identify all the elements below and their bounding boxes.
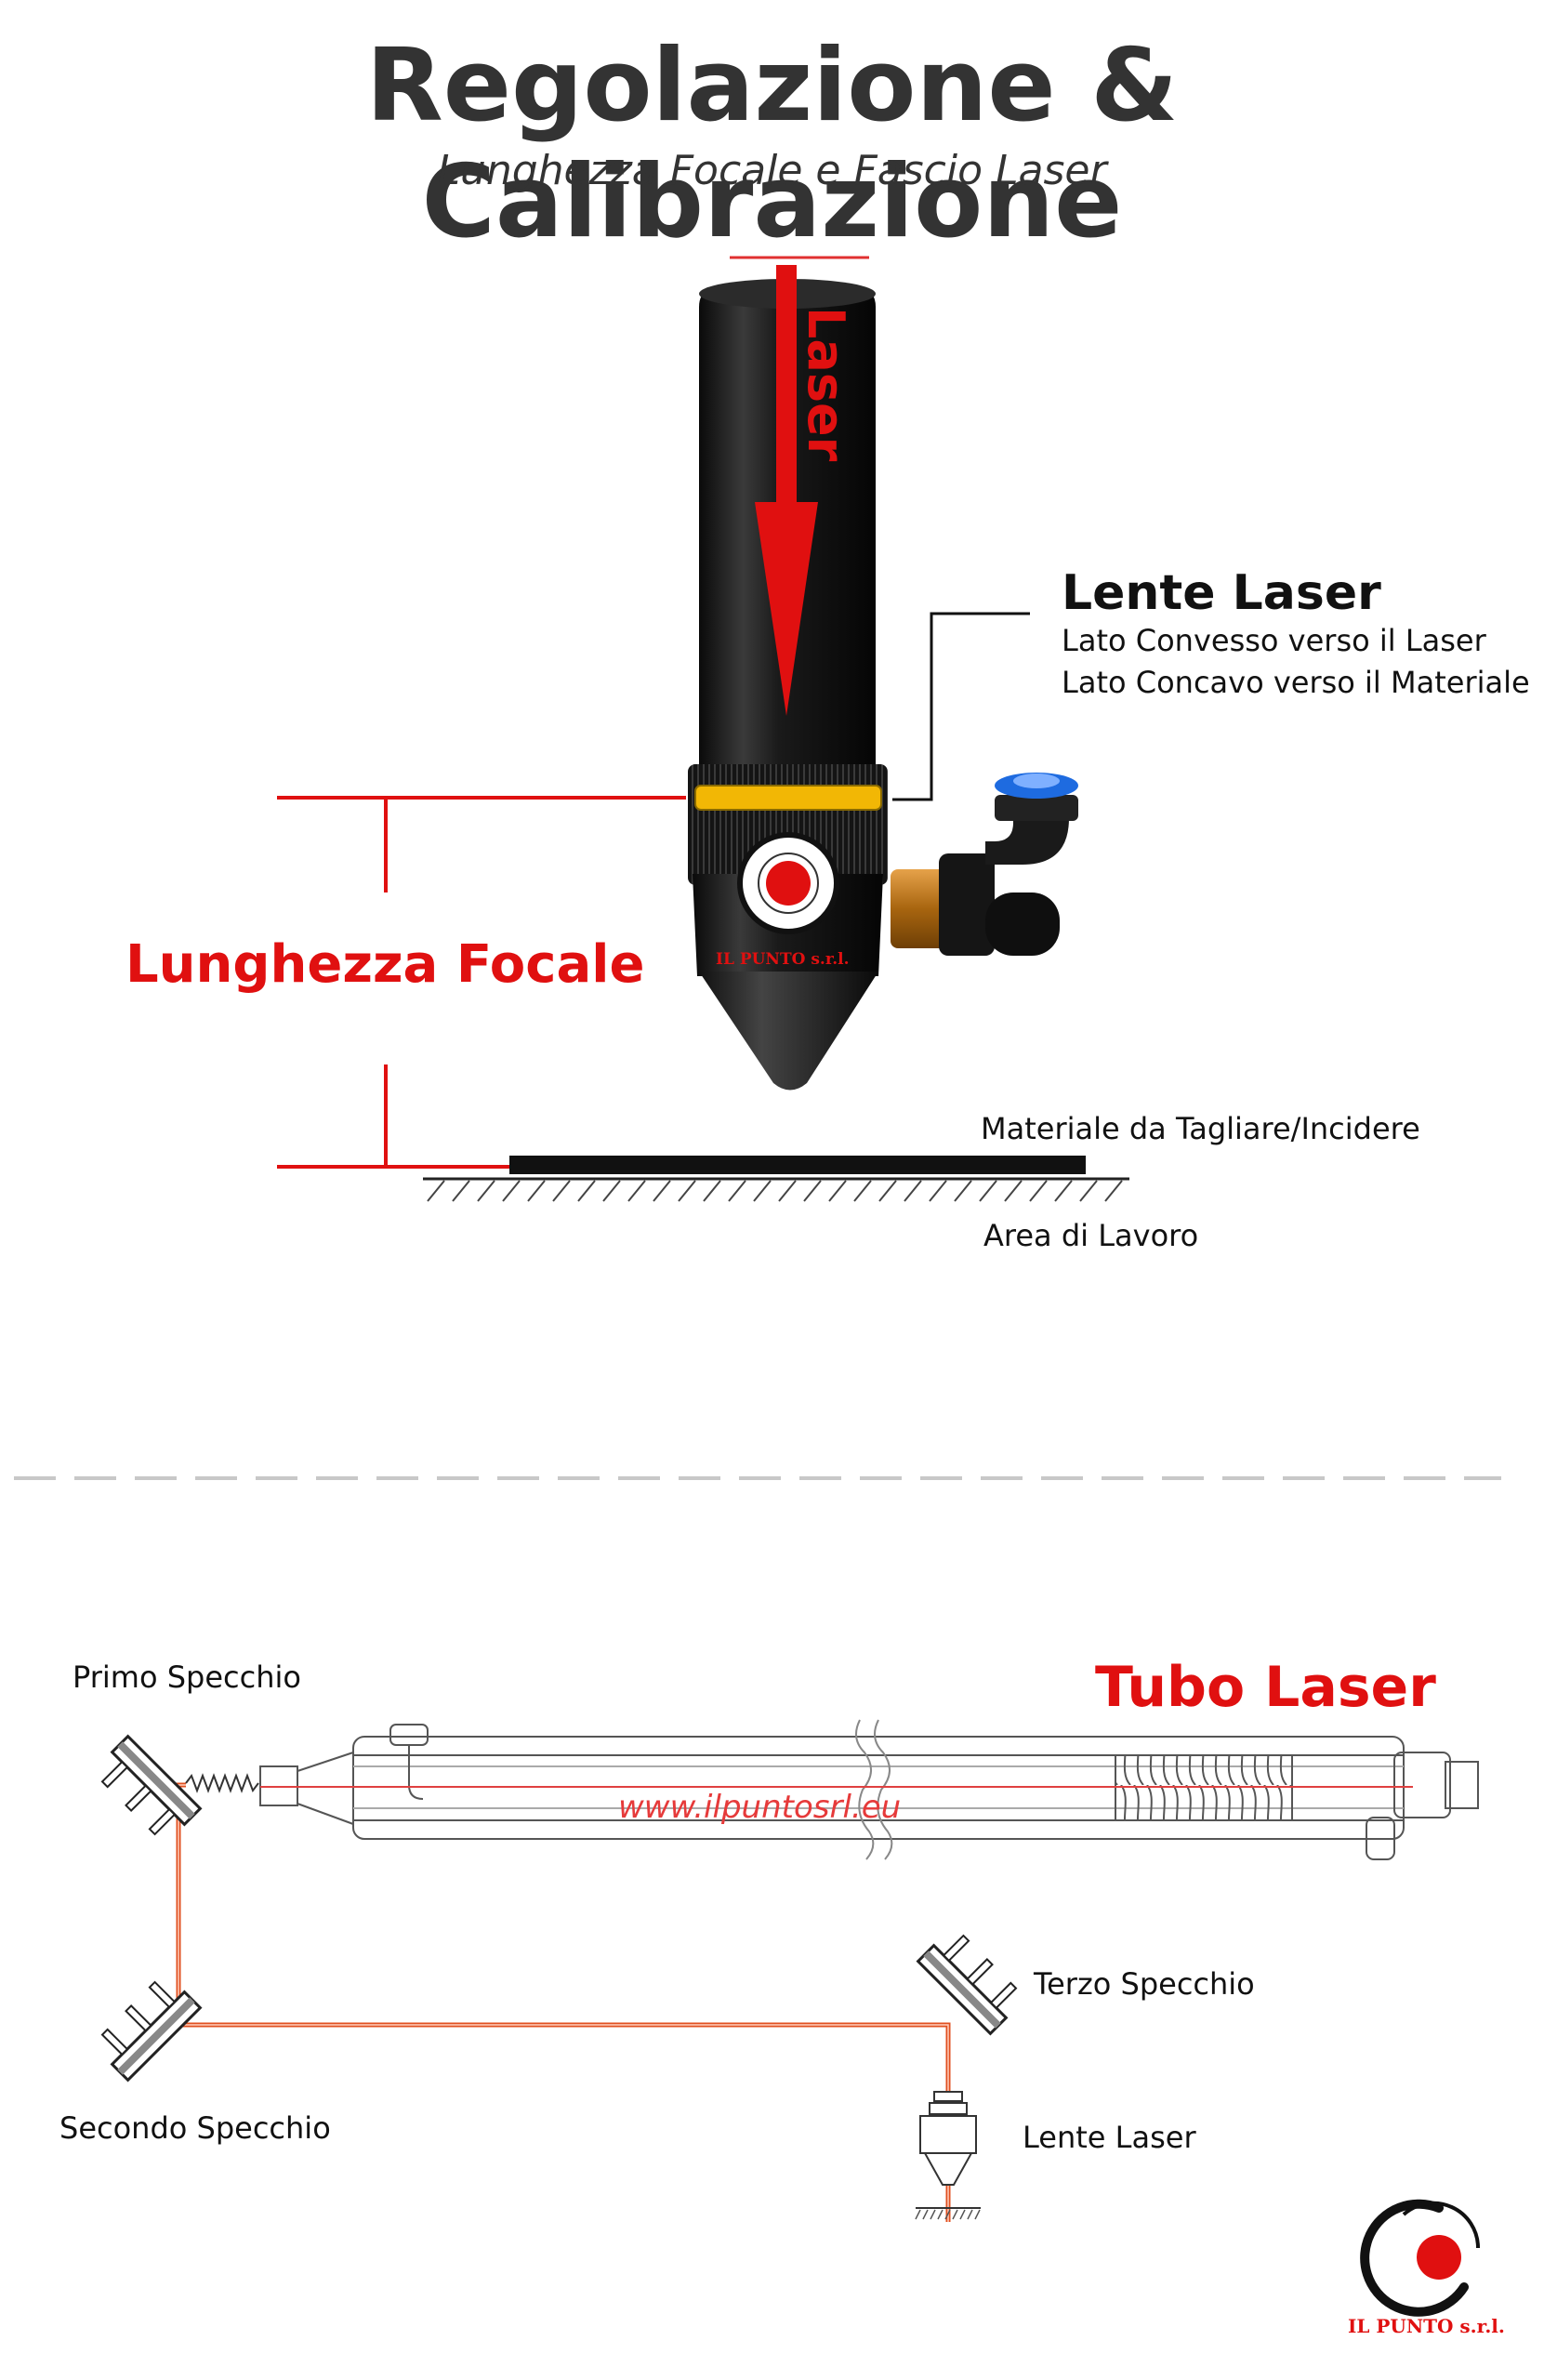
- logo-text: IL PUNTO s.r.l.: [1348, 2315, 1505, 2337]
- small-work-hatching: [915, 2209, 981, 2220]
- nozzle-cone: [699, 972, 878, 1091]
- page-title: Regolazione & Calibrazione: [365, 28, 1179, 260]
- small-laser-head-icon: [919, 2091, 977, 2186]
- window-red-dot: [766, 861, 811, 906]
- work-area-label: Area di Lavoro: [983, 1218, 1199, 1253]
- mirror-1-icon: [100, 1734, 203, 1836]
- focal-length-markers: [277, 796, 686, 1169]
- fitting-nut: [939, 853, 995, 956]
- elbow-bottom: [985, 892, 1060, 956]
- head-brand-text: IL PUNTO s.r.l.: [716, 950, 850, 969]
- lens-callout-line: [892, 612, 1030, 801]
- mirror-3-icon: [916, 1934, 1018, 2036]
- blue-fitting-top: [1013, 774, 1060, 788]
- laser-arrow-shaft: [776, 265, 797, 516]
- mirror-2-label: Secondo Specchio: [59, 2110, 331, 2146]
- yellow-ring: [694, 785, 882, 811]
- mirror-1-label: Primo Specchio: [73, 1659, 301, 1695]
- lens-title: Lente Laser: [1062, 565, 1381, 621]
- fitting-collar: [995, 795, 1078, 821]
- page-subtitle: Lunghezza Focale e Fascio Laser: [437, 147, 1107, 194]
- laser-arrow-head: [755, 502, 818, 716]
- laser-head: [688, 256, 1078, 1091]
- focal-length-label: Lunghezza Focale: [125, 934, 645, 995]
- beam-path: [176, 1782, 951, 2222]
- mirror-3-label: Terzo Specchio: [1034, 1966, 1255, 2002]
- lens-label-bottom: Lente Laser: [1023, 2120, 1196, 2155]
- brass-fitting: [891, 869, 946, 948]
- material-label: Materiale da Tagliare/Incidere: [981, 1111, 1420, 1146]
- work-area-hatching: [427, 1180, 1123, 1202]
- beam-path-core: [178, 1784, 949, 2222]
- laser-tube-label: Tubo Laser: [1095, 1655, 1436, 1720]
- lens-note-concave: Lato Concavo verso il Materiale: [1062, 665, 1530, 700]
- tube-output-spring: [185, 1773, 259, 1793]
- lens-note-convex: Lato Convesso verso il Laser: [1062, 623, 1486, 658]
- laser-label: Laser: [797, 307, 855, 462]
- mirror-2-icon: [100, 1980, 203, 2082]
- website-watermark: www.ilpuntosrl.eu: [618, 1789, 902, 1826]
- elbow-fitting: [985, 809, 1069, 865]
- material-plate: [509, 1156, 1086, 1174]
- company-logo-icon: [1360, 2199, 1481, 2317]
